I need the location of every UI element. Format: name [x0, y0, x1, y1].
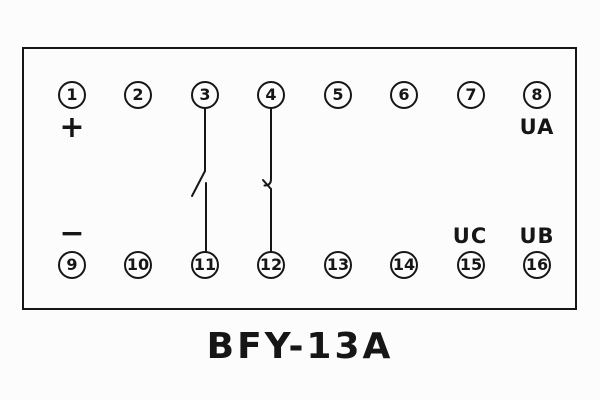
terminal-11: 11 [191, 251, 219, 279]
terminal-11-number: 11 [193, 255, 217, 274]
terminal-8-number: 8 [531, 85, 543, 104]
terminal-15-number: 15 [459, 255, 483, 274]
terminal-16: 16 [523, 251, 551, 279]
terminal-5-number: 5 [332, 85, 344, 104]
terminal-14: 14 [390, 251, 418, 279]
terminal-2-number: 2 [132, 85, 144, 104]
label-ub: UB [519, 224, 555, 248]
terminal-12-number: 12 [259, 255, 283, 274]
terminal-1: 1 [58, 81, 86, 109]
terminal-5: 5 [324, 81, 352, 109]
terminal-9: 9 [58, 251, 86, 279]
label-plus: + [59, 110, 85, 145]
terminal-16-number: 16 [525, 255, 549, 274]
terminal-7-number: 7 [465, 85, 477, 104]
terminal-4-number: 4 [265, 85, 277, 104]
relay-outline-box [22, 47, 577, 310]
terminal-9-number: 9 [66, 255, 78, 274]
terminal-10-number: 10 [126, 255, 150, 274]
terminal-14-number: 14 [392, 255, 416, 274]
terminal-4: 4 [257, 81, 285, 109]
terminal-12: 12 [257, 251, 285, 279]
terminal-2: 2 [124, 81, 152, 109]
terminal-15: 15 [457, 251, 485, 279]
terminal-7: 7 [457, 81, 485, 109]
terminal-10: 10 [124, 251, 152, 279]
label-minus: − [59, 216, 85, 251]
terminal-13-number: 13 [326, 255, 350, 274]
terminal-6-number: 6 [398, 85, 410, 104]
terminal-8: 8 [523, 81, 551, 109]
terminal-13: 13 [324, 251, 352, 279]
terminal-6: 6 [390, 81, 418, 109]
label-ua: UA [519, 115, 555, 139]
model-title: BFY-13A [206, 326, 394, 367]
terminal-1-number: 1 [66, 85, 78, 104]
label-uc: UC [452, 224, 488, 248]
terminal-3: 3 [191, 81, 219, 109]
terminal-3-number: 3 [199, 85, 211, 104]
